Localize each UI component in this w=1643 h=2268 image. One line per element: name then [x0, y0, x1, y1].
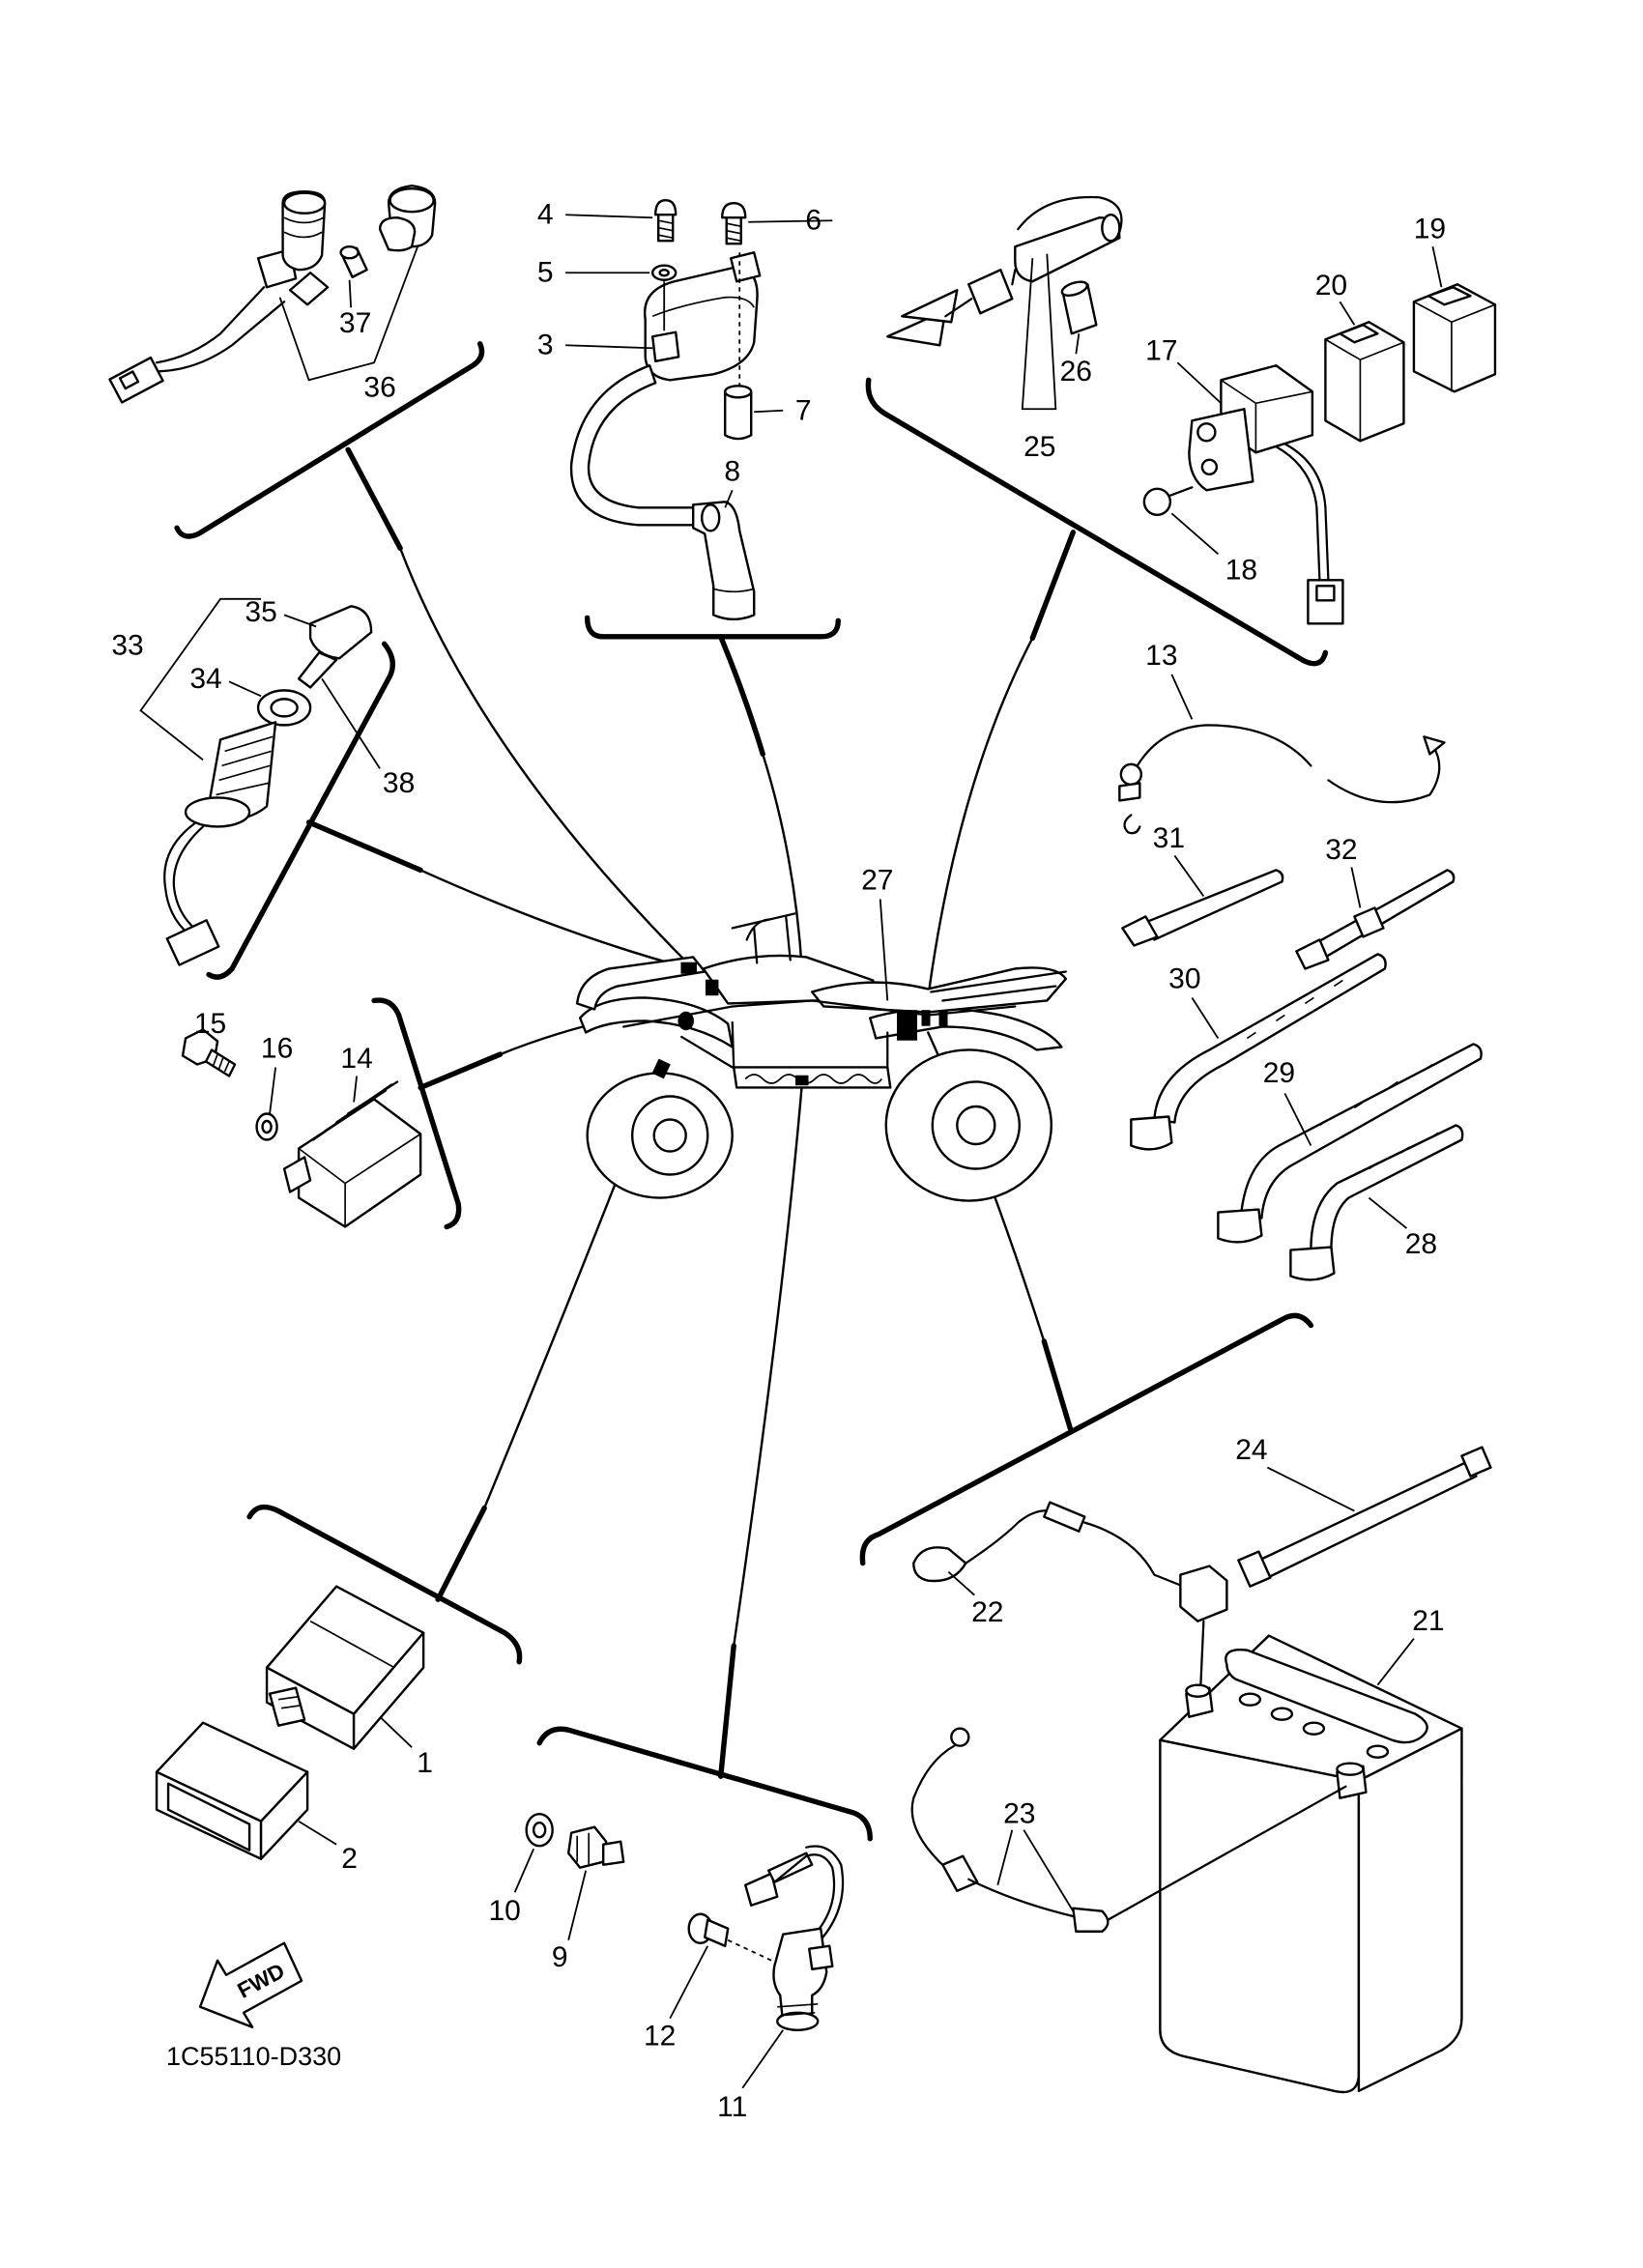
part-9-sensor: 9: [552, 1825, 625, 1973]
part-24-battery-band: 24: [1235, 1434, 1492, 1588]
part-label-33: 33: [111, 629, 143, 661]
part-label-7: 7: [795, 394, 812, 426]
part-3-8-ignition-coil: 4 6 5 3 7 8: [537, 199, 833, 621]
part-label-34: 34: [189, 663, 221, 695]
part-label-26: 26: [1060, 356, 1092, 388]
part-label-5: 5: [537, 257, 554, 289]
part-label-20: 20: [1315, 270, 1347, 301]
part-label-19: 19: [1414, 214, 1446, 245]
part-label-32: 32: [1325, 834, 1357, 866]
part-label-2: 2: [341, 1843, 358, 1875]
part-label-3: 3: [537, 330, 554, 361]
part-label-37: 37: [339, 307, 371, 339]
part-label-22: 22: [971, 1596, 1003, 1628]
part-label-16: 16: [261, 1032, 293, 1064]
part-label-27: 27: [861, 864, 893, 896]
part-label-6: 6: [805, 205, 822, 237]
part-21-battery: 21: [1159, 1605, 1463, 2094]
section-brackets: [174, 341, 1329, 1842]
part-14-16-regulator: 15 16 14: [181, 1008, 422, 1228]
part-label-17: 17: [1145, 335, 1177, 367]
atv-illustration: [575, 912, 1068, 1202]
part-29-band: 29: [1217, 1043, 1483, 1244]
part-label-24: 24: [1235, 1434, 1267, 1466]
part-label-18: 18: [1225, 554, 1257, 586]
part-label-38: 38: [383, 767, 415, 799]
part-20-relay-box: 20: [1315, 270, 1405, 443]
part-label-29: 29: [1263, 1057, 1295, 1089]
part-label-28: 28: [1405, 1228, 1437, 1260]
part-label-25: 25: [1023, 431, 1055, 463]
part-label-10: 10: [488, 1895, 520, 1927]
part-30-band: 30: [1130, 953, 1387, 1151]
part-label-31: 31: [1153, 822, 1185, 854]
part-25-sensor-lead: 25: [886, 195, 1123, 463]
part-11-switch: 11: [717, 1845, 845, 2123]
part-label-23: 23: [1003, 1798, 1035, 1830]
part-label-4: 4: [537, 199, 554, 231]
part-2-cover: 2: [155, 1721, 358, 1875]
part-label-15: 15: [194, 1008, 226, 1040]
part-31-cable-tie: 31: [1121, 822, 1284, 947]
part-label-13: 13: [1145, 640, 1177, 672]
connection-lines: [305, 446, 1077, 1779]
part-33-38-main-switch: 35 33 34 38: [111, 596, 415, 966]
part-label-35: 35: [245, 596, 276, 628]
part-36-37-harness-caps: 37 36: [108, 185, 437, 404]
leader-27: [879, 899, 889, 1001]
part-28-band: 28: [1289, 1124, 1464, 1281]
part-label-14: 14: [340, 1043, 372, 1075]
part-label-11: 11: [717, 2091, 747, 2123]
part-23-battery-cable: 23: [910, 1727, 1347, 1933]
part-label-9: 9: [552, 1941, 568, 1973]
part-label-30: 30: [1168, 962, 1200, 994]
part-10-washer: 10: [488, 1813, 554, 1927]
part-18-screw: 18: [1142, 486, 1257, 586]
part-19-relay-box: 19: [1412, 214, 1497, 393]
part-label-1: 1: [417, 1747, 433, 1779]
part-22-sub-lead: 22: [912, 1501, 1228, 1686]
part-13-lead-wire: 13: [1118, 640, 1446, 835]
part-1-cdi-unit: 1: [265, 1585, 433, 1779]
part-label-36: 36: [363, 371, 395, 403]
part-12-bolt: 12: [644, 1912, 772, 2052]
part-26-fuse-cylinder: 26: [1060, 280, 1098, 388]
diagram-code: 1C55110-D330: [166, 2042, 341, 2071]
part-32-cable-tie-clip: 32: [1295, 834, 1456, 970]
part-label-12: 12: [644, 2020, 676, 2052]
part-17-starter-relay: 17: [1145, 335, 1344, 625]
fwd-arrow-icon: FWD: [198, 1941, 303, 2028]
part-label-21: 21: [1412, 1605, 1444, 1637]
part-label-8: 8: [724, 455, 740, 487]
